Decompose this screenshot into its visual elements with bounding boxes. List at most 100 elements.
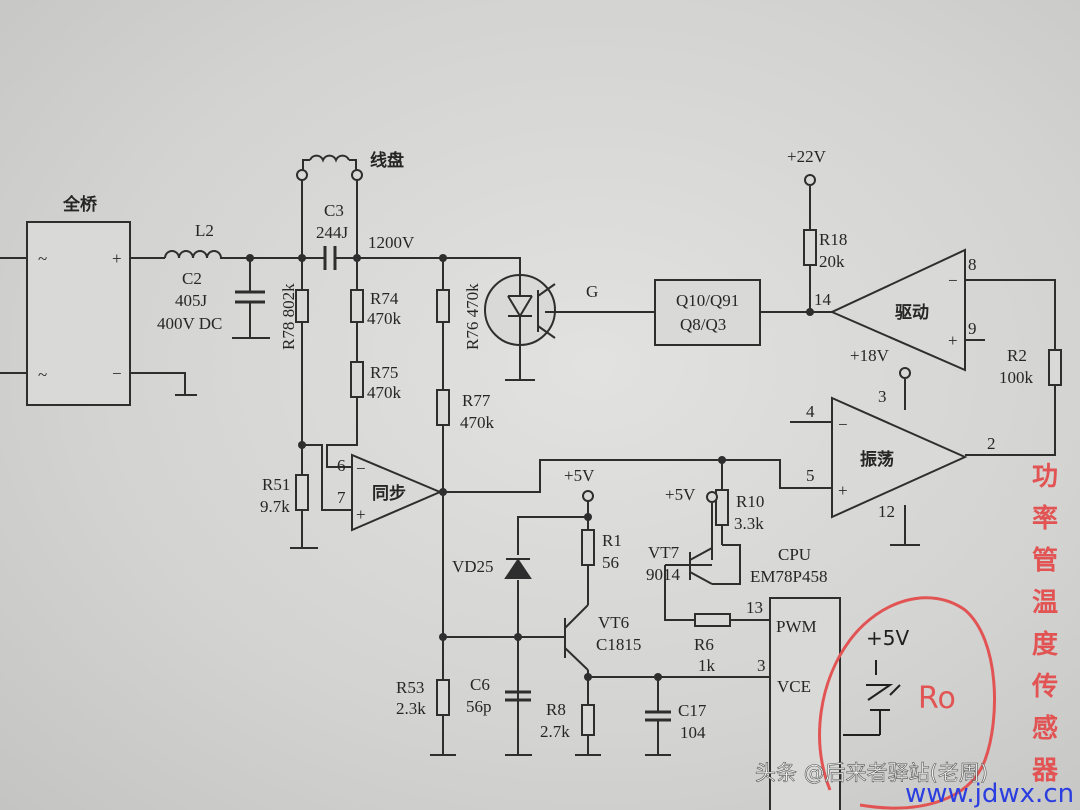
C6-value: 56p [466, 697, 492, 716]
sync-plus: + [356, 505, 366, 524]
cpu-pin-13: 13 [746, 598, 763, 617]
supply-5v-b: +5V [665, 485, 696, 504]
C3-value: 244J [316, 223, 349, 242]
drive-plus: + [948, 331, 958, 350]
note-char: 温 [1032, 588, 1058, 618]
VT7-value: 9014 [646, 565, 681, 584]
site-watermark: www.jdwx.cn [905, 779, 1074, 809]
handwritten-5v: +5V [866, 626, 909, 650]
sync-pin-6: 6 [337, 456, 346, 475]
osc-pin-4: 4 [806, 402, 815, 421]
R18-value: 20k [819, 252, 845, 271]
VT7-label: VT7 [648, 543, 680, 562]
VD25-label: VD25 [452, 557, 494, 576]
sync-minus: − [356, 459, 366, 478]
gate-label: G [586, 282, 598, 301]
VT6-value: C1815 [596, 635, 641, 654]
plus-terminal: + [112, 249, 122, 268]
sync-pin-7: 7 [337, 488, 346, 507]
C6-label: C6 [470, 675, 490, 694]
R76-label: R76 470k [463, 283, 482, 350]
R6-label: R6 [694, 635, 714, 654]
R77-label: R77 [462, 391, 491, 410]
inductor-L2 [164, 250, 222, 259]
note-char: 感 [1032, 714, 1058, 744]
osc-pin-12: 12 [878, 502, 895, 521]
capacitor-C2 [235, 290, 265, 304]
note-char: 率 [1032, 503, 1058, 534]
sync-label: 同步 [372, 483, 406, 504]
coil-winding [302, 154, 357, 170]
supply-22v: +22V [787, 147, 827, 166]
handwritten-annotation: +5V Ro [818, 596, 997, 810]
junction-dots [246, 254, 814, 681]
supply-5v-a: +5V [564, 466, 595, 485]
note-char: 器 [1031, 756, 1059, 786]
R18-label: R18 [819, 230, 847, 249]
R77-value: 470k [460, 413, 495, 432]
R8-label: R8 [546, 700, 566, 719]
C2-label: C2 [182, 269, 202, 288]
R51-value: 9.7k [260, 497, 290, 516]
osc-plus: + [838, 481, 848, 500]
voltage-1200v: 1200V [368, 233, 415, 252]
capacitor-C3 [323, 246, 337, 270]
R74-label: R74 [370, 289, 399, 308]
VT6-label: VT6 [598, 613, 629, 632]
note-char: 管 [1032, 546, 1058, 576]
C17-label: C17 [678, 701, 707, 720]
R2-value: 100k [999, 368, 1034, 387]
C2-voltage: 400V DC [157, 314, 222, 333]
note-char: 功 [1032, 462, 1058, 492]
vce-pin-label: VCE [777, 677, 811, 696]
drive-pin-9: 9 [968, 319, 977, 338]
pwm-pin-label: PWM [776, 617, 817, 636]
R1-label: R1 [602, 531, 622, 550]
cpu-label: CPU [778, 545, 811, 564]
sensor-ro-label: Ro [918, 681, 956, 716]
drive-amplifier [829, 248, 966, 372]
C3-label: C3 [324, 201, 344, 220]
R6-value: 1k [698, 656, 716, 675]
igbt-icon [484, 274, 556, 346]
transistor-VT7-icon [689, 544, 741, 585]
R75-label: R75 [370, 363, 398, 382]
L2-label: L2 [195, 221, 214, 240]
driver-box-line2: Q8/Q3 [680, 315, 726, 334]
oscillator-label: 振荡 [860, 449, 894, 470]
R74-value: 470k [367, 309, 402, 328]
drive-minus: − [948, 271, 958, 290]
driver-transistors-box [654, 279, 761, 346]
osc-pin-3: 3 [878, 387, 887, 406]
note-char: 传 [1031, 672, 1058, 702]
R1-value: 56 [602, 553, 619, 572]
R75-value: 470k [367, 383, 402, 402]
resistors [295, 229, 1062, 736]
R10-label: R10 [736, 492, 764, 511]
note-char: 度 [1032, 629, 1058, 660]
drive-pin-8: 8 [968, 255, 977, 274]
thermistor-sketch-icon [843, 660, 901, 736]
driver-box-line1: Q10/Q91 [676, 291, 739, 310]
C2-value: 405J [175, 291, 208, 310]
coil-label: 线盘 [370, 150, 404, 171]
minus-terminal: − [112, 364, 122, 383]
vertical-note: 功 率 管 温 度 传 感 器 [1031, 462, 1059, 786]
transistor-VT6-icon [564, 604, 589, 671]
supply-18v: +18V [850, 346, 890, 365]
ac-terminal-2: ~ [38, 365, 47, 384]
cpu-chip [769, 597, 841, 810]
diode-VD25-icon [504, 558, 532, 579]
R8-value: 2.7k [540, 722, 570, 741]
cpu-model: EM78P458 [750, 567, 827, 586]
oscillator-amplifier [831, 396, 968, 519]
full-bridge-rectifier [26, 221, 131, 406]
osc-pin-2: 2 [987, 434, 996, 453]
sync-comparator [351, 453, 443, 532]
wires [0, 175, 1056, 756]
R53-value: 2.3k [396, 699, 426, 718]
drive-label: 驱动 [895, 303, 929, 323]
capacitors-C6-C17 [505, 690, 671, 722]
